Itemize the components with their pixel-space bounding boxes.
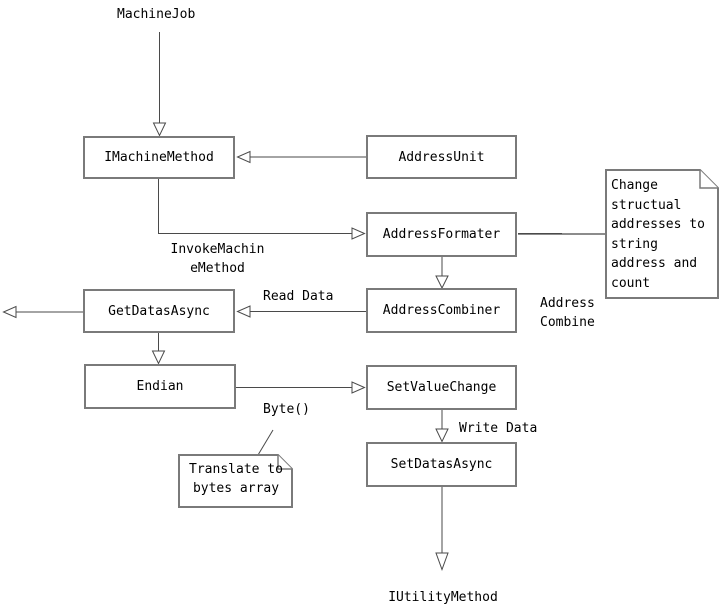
node-setdatasasync-label: SetDatasAsync	[390, 457, 493, 472]
node-getdatasasync-label: GetDatasAsync	[108, 303, 210, 319]
node-addressformater: AddressFormater	[366, 212, 517, 257]
connector-addressformater-to-note	[518, 233, 607, 235]
label-iutilitymethod: IUtilityMethod	[388, 590, 498, 605]
node-endian-label: Endian	[136, 379, 184, 394]
node-setvaluechange-label: SetValueChange	[386, 380, 497, 395]
note-change-structual-shape	[605, 169, 719, 299]
node-setdatasasync: SetDatasAsync	[366, 442, 517, 487]
connector-setvaluechange-to-setdatasasync	[435, 410, 449, 443]
connector-addresscombiner-to-getdatasasync	[236, 305, 366, 318]
connector-addressunit-to-imachinemethod	[236, 150, 366, 164]
connector-getdatasasync-to-endian	[151, 333, 166, 365]
connector-imachinemethod-to-addressformater	[158, 179, 366, 240]
edge-label-read-data: Read Data	[263, 289, 334, 304]
edge-label-invokemachinemethod: InvokeMachin eMethod	[170, 242, 265, 276]
label-machinejob: MachineJob	[117, 7, 196, 22]
connector-note-to-byte	[257, 429, 274, 456]
connector-getdatasasync-to-left	[2, 305, 84, 319]
node-endian: Endian	[84, 364, 236, 409]
note-translate-bytes-shape	[178, 454, 293, 508]
node-addresscombiner: AddressCombiner	[366, 288, 517, 333]
node-setvaluechange: SetValueChange	[366, 365, 517, 410]
node-imachinemethod: IMachineMethod	[83, 136, 235, 179]
edge-label-byte: Byte()	[263, 402, 310, 417]
node-getdatasasync: GetDatasAsync	[83, 289, 235, 333]
node-imachinemethod-label: IMachineMethod	[104, 150, 214, 165]
connector-machinejob-to-imachinemethod	[152, 32, 167, 137]
note-change-structual-text: Change structual addresses to string add…	[611, 178, 705, 291]
connector-endian-to-setvaluechange	[236, 381, 366, 394]
connector-setdatasasync-to-iutilitymethod	[435, 487, 449, 571]
node-addressunit-label: AddressUnit	[398, 149, 485, 165]
edge-label-write-data: Write Data	[459, 421, 538, 436]
edge-label-address-combine: Address Combine	[540, 296, 595, 330]
note-translate-bytes-text: Translate to bytes array	[189, 462, 283, 496]
node-addressformater-label: AddressFormater	[382, 227, 501, 242]
node-addresscombiner-label: AddressCombiner	[382, 303, 501, 318]
connector-addressformater-to-addresscombiner	[435, 257, 449, 290]
node-addressunit: AddressUnit	[366, 135, 517, 179]
